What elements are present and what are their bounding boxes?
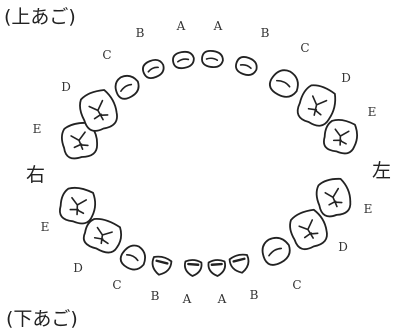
tooth-lower-left-B bbox=[229, 253, 251, 275]
tooth-lower-right-C bbox=[117, 241, 150, 274]
tooth-outline bbox=[257, 232, 294, 268]
lower-jaw-teeth: E D C B A A B C D E bbox=[41, 176, 373, 306]
tooth-letter-lower-right-C: C bbox=[112, 278, 121, 292]
tooth-outline bbox=[150, 255, 172, 277]
tooth-upper-left-B bbox=[234, 55, 260, 78]
tooth-letter-lower-right-A: A bbox=[182, 292, 192, 306]
tooth-letter-upper-right-A: A bbox=[176, 19, 186, 33]
tooth-letter-upper-right-E: E bbox=[33, 122, 42, 136]
tooth-outline bbox=[266, 65, 303, 101]
tooth-letter-upper-left-E: E bbox=[368, 105, 377, 119]
tooth-lower-left-A bbox=[208, 259, 226, 276]
tooth-letter-upper-left-B: B bbox=[261, 26, 270, 40]
tooth-outline bbox=[184, 259, 202, 276]
tooth-upper-right-C bbox=[111, 71, 143, 102]
tooth-letter-lower-right-D: D bbox=[73, 261, 83, 275]
tooth-letter-lower-left-D: D bbox=[338, 240, 348, 254]
tooth-letter-upper-right-B: B bbox=[136, 26, 145, 40]
tooth-letter-upper-right-C: C bbox=[102, 48, 111, 62]
tooth-lower-left-C bbox=[257, 232, 294, 268]
tooth-lower-left-E bbox=[313, 176, 353, 219]
tooth-outline bbox=[208, 259, 226, 276]
tooth-lower-right-A bbox=[184, 259, 202, 276]
tooth-letter-lower-left-C: C bbox=[292, 278, 301, 292]
tooth-upper-left-C bbox=[266, 65, 303, 101]
tooth-letter-lower-right-B: B bbox=[151, 289, 160, 303]
tooth-lower-right-B bbox=[150, 255, 172, 277]
tooth-outline bbox=[229, 253, 251, 275]
upper-jaw-teeth: E D C B A A B C D E bbox=[33, 19, 377, 161]
tooth-letter-upper-left-C: C bbox=[300, 41, 309, 55]
tooth-letter-lower-left-B: B bbox=[250, 288, 259, 302]
tooth-letter-lower-left-E: E bbox=[364, 202, 373, 216]
tooth-upper-left-E bbox=[322, 117, 360, 155]
tooth-upper-right-A bbox=[172, 50, 195, 69]
tooth-letter-lower-right-E: E bbox=[41, 220, 50, 234]
tooth-letter-upper-left-D: D bbox=[341, 71, 351, 85]
tooth-letter-lower-left-A: A bbox=[217, 292, 227, 306]
tooth-upper-right-B bbox=[141, 57, 167, 81]
tooth-letter-upper-right-D: D bbox=[61, 80, 71, 94]
tooth-letter-upper-left-A: A bbox=[213, 19, 223, 33]
tooth-upper-left-A bbox=[201, 50, 224, 69]
